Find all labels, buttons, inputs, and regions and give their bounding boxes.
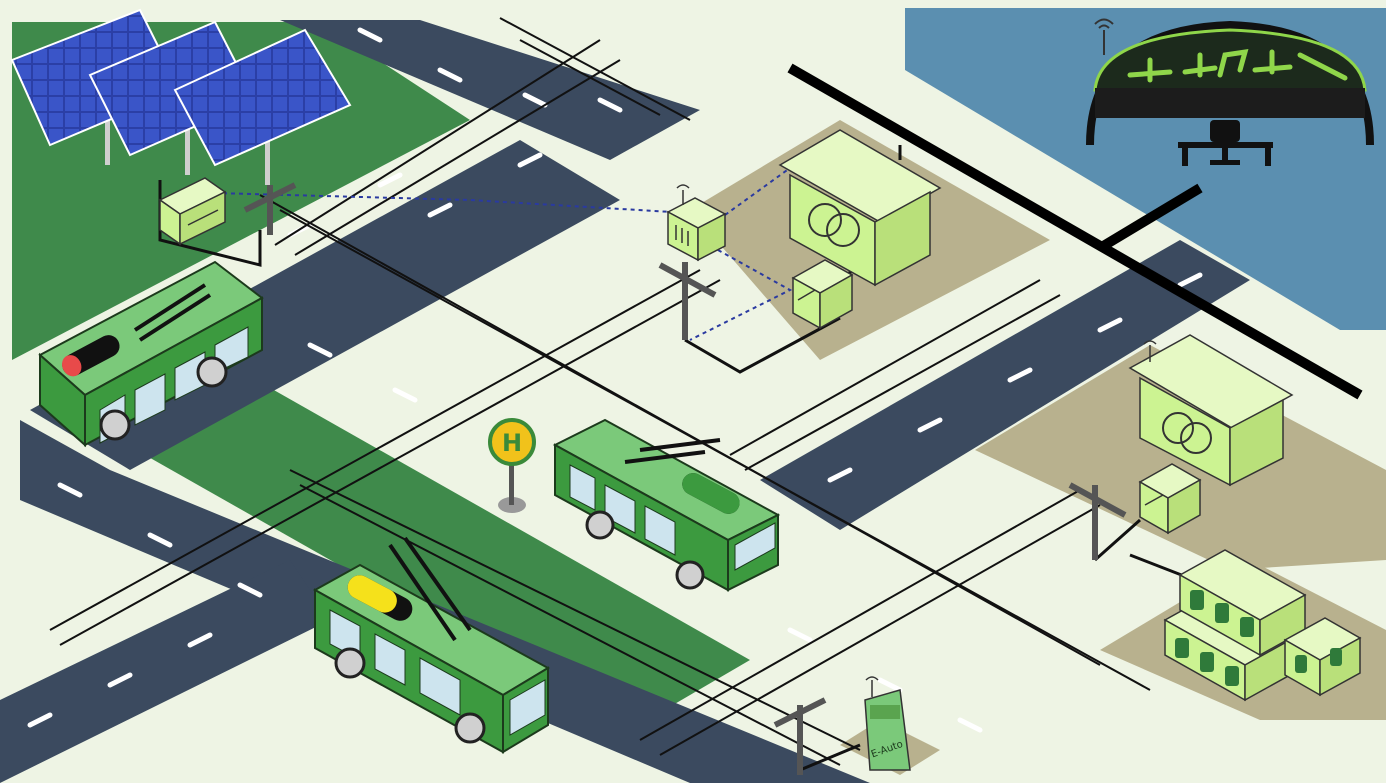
lane-markings	[27, 27, 1203, 733]
ev-charger: E-Auto	[864, 676, 911, 771]
antenna-icon	[676, 184, 690, 205]
transformer-symbol-icon	[808, 203, 860, 247]
catenary-poles	[243, 182, 1127, 775]
substation-transformer-right	[1128, 334, 1294, 487]
operator-desk-icon	[1178, 120, 1273, 166]
solar-panel	[173, 28, 352, 185]
road-right	[760, 240, 1250, 530]
solar-park	[10, 8, 352, 185]
catenary-pole	[1068, 482, 1127, 560]
battery-level-bar	[347, 575, 397, 613]
grass-median	[145, 385, 750, 730]
antenna-icon	[865, 676, 879, 697]
battery-cell-icons	[1175, 590, 1342, 686]
network-display-icon	[1127, 48, 1348, 83]
data-link-lines	[214, 167, 793, 341]
ground-cables	[158, 145, 1216, 772]
bus-stop-label: H	[502, 429, 522, 457]
transformer-symbol-icon	[1162, 412, 1212, 454]
battery-module	[1283, 617, 1362, 697]
road-top-left-branch	[280, 20, 700, 160]
catenary-pole	[243, 182, 297, 235]
substation-transformer-center	[778, 129, 942, 287]
bus-stop: H	[488, 418, 536, 513]
catenary-pole	[773, 697, 827, 775]
control-center	[1086, 18, 1374, 166]
trolleybus-left	[38, 260, 264, 448]
catenary-pole	[658, 262, 717, 340]
communication-node	[666, 184, 727, 262]
rectifier-unit-right	[1138, 463, 1202, 535]
battery-level-bar	[62, 355, 82, 377]
rectifier-unit-center	[791, 259, 854, 330]
road-lower-left	[0, 560, 330, 783]
battery-level-bar	[682, 473, 740, 514]
antenna-icon	[1143, 340, 1157, 362]
battery-storage-bank	[1163, 549, 1362, 702]
hv-feeder-line	[787, 63, 1363, 400]
trolleybus-bottom	[312, 536, 551, 754]
antenna-icon	[1094, 18, 1114, 55]
bus-stop-sign	[488, 418, 536, 466]
overhead-catenary-wires	[49, 17, 1151, 766]
solar-inverter	[158, 177, 227, 246]
trolleybus-middle	[552, 418, 781, 592]
